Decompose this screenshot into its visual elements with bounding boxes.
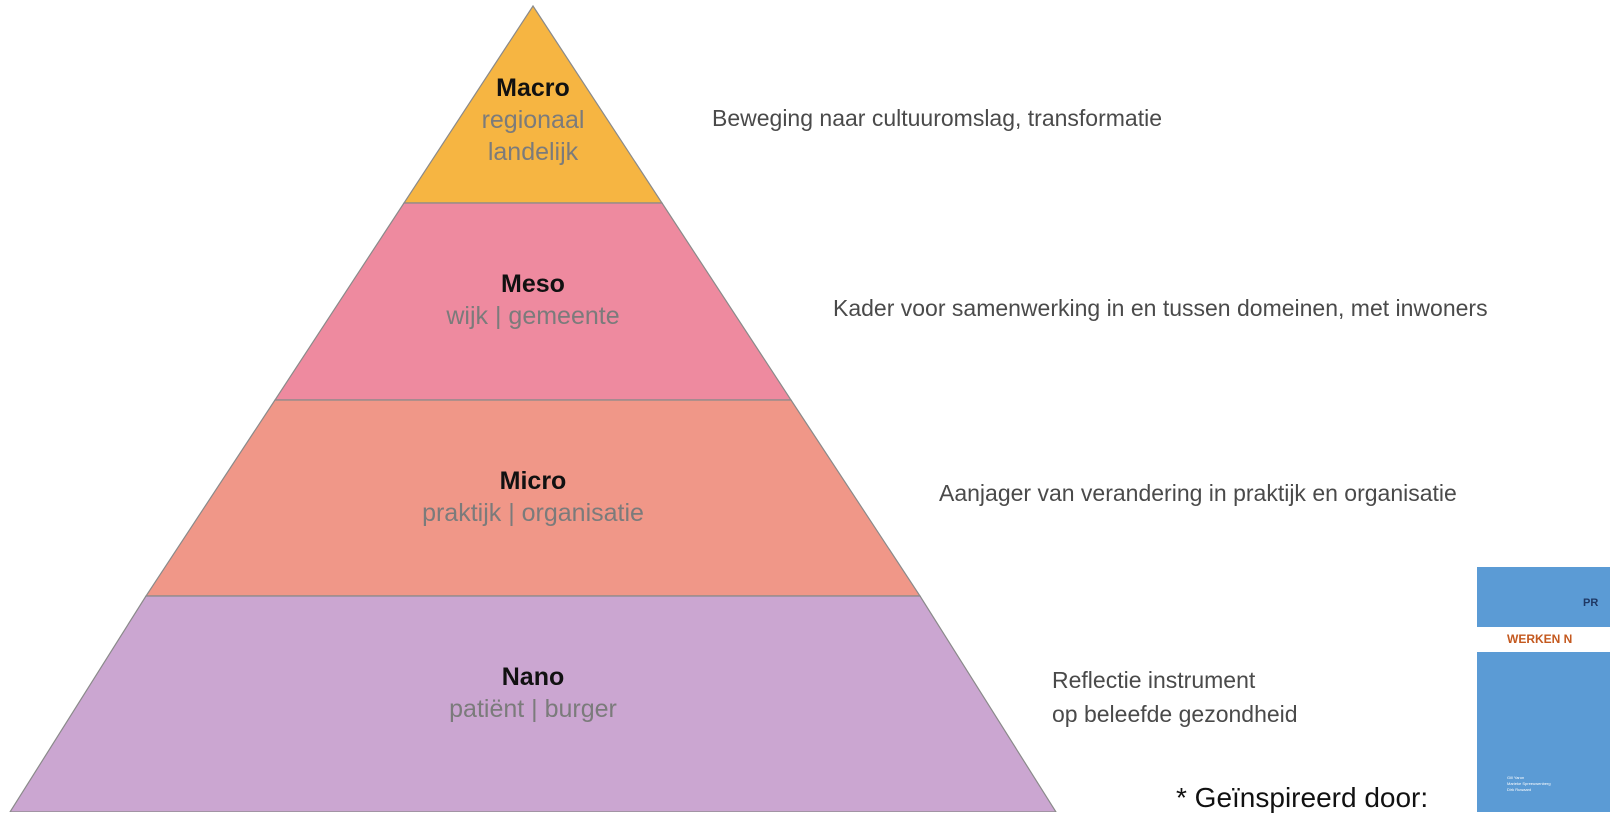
tier-nano-description-line-1: Reflectie instrument <box>1052 667 1256 693</box>
tier-meso-label: Meso wijk | gemeente <box>383 268 683 332</box>
tier-nano-shape <box>9 595 1057 812</box>
book-cover-author: Gill Yaron <box>1507 775 1525 780</box>
inspired-by-note: * Geïnspireerd door: <box>1176 782 1429 813</box>
tier-macro-name: Macro <box>496 74 570 102</box>
tier-micro-label: Micro praktijk | organisatie <box>333 465 733 529</box>
tier-nano-name: Nano <box>501 663 565 691</box>
tier-micro-description-line: Aanjager van verandering in praktijk en … <box>939 480 1457 506</box>
tier-macro-description-line: Beweging naar cultuuromslag, transformat… <box>712 105 1163 131</box>
tier-nano-sub: patiënt | burger <box>449 695 617 723</box>
tier-micro-description: Aanjager van verandering in praktijk en … <box>939 476 1457 510</box>
tier-macro-label: Macro regionaal landelijk <box>433 72 633 168</box>
book-cover-band: WERKEN N <box>1477 627 1610 652</box>
book-cover-subtitle-fragment: WERKEN N <box>1507 632 1573 646</box>
book-cover-title-fragment: PR <box>1583 597 1599 609</box>
book-cover-author: Marieke Spreeuwenberg <box>1507 781 1551 786</box>
tier-meso-description-line: Kader voor samenwerking in en tussen dom… <box>833 295 1488 321</box>
tier-micro-sub: praktijk | organisatie <box>422 499 644 527</box>
tier-macro-sub-2: landelijk <box>487 138 579 166</box>
book-cover-authors: Gill Yaron Marieke Spreeuwenberg Dirk Ru… <box>1507 775 1551 793</box>
pyramid-diagram <box>9 4 1057 812</box>
tier-meso-sub: wijk | gemeente <box>446 302 620 330</box>
tier-meso-name: Meso <box>501 270 565 298</box>
tier-macro-sub-1: regionaal <box>481 106 585 134</box>
book-cover-image: PR WERKEN N Gill Yaron Marieke Spreeuwen… <box>1477 567 1610 812</box>
tier-macro-description: Beweging naar cultuuromslag, transformat… <box>712 101 1162 135</box>
tier-nano-label: Nano patiënt | burger <box>383 661 683 725</box>
book-cover-author: Dirk Ruwaard <box>1507 787 1532 792</box>
tier-nano-description: Reflectie instrument op beleefde gezondh… <box>1052 663 1298 731</box>
tier-nano-description-line-2: op beleefde gezondheid <box>1052 701 1298 727</box>
tier-meso-description: Kader voor samenwerking in en tussen dom… <box>833 291 1488 325</box>
tier-micro-name: Micro <box>499 467 567 495</box>
